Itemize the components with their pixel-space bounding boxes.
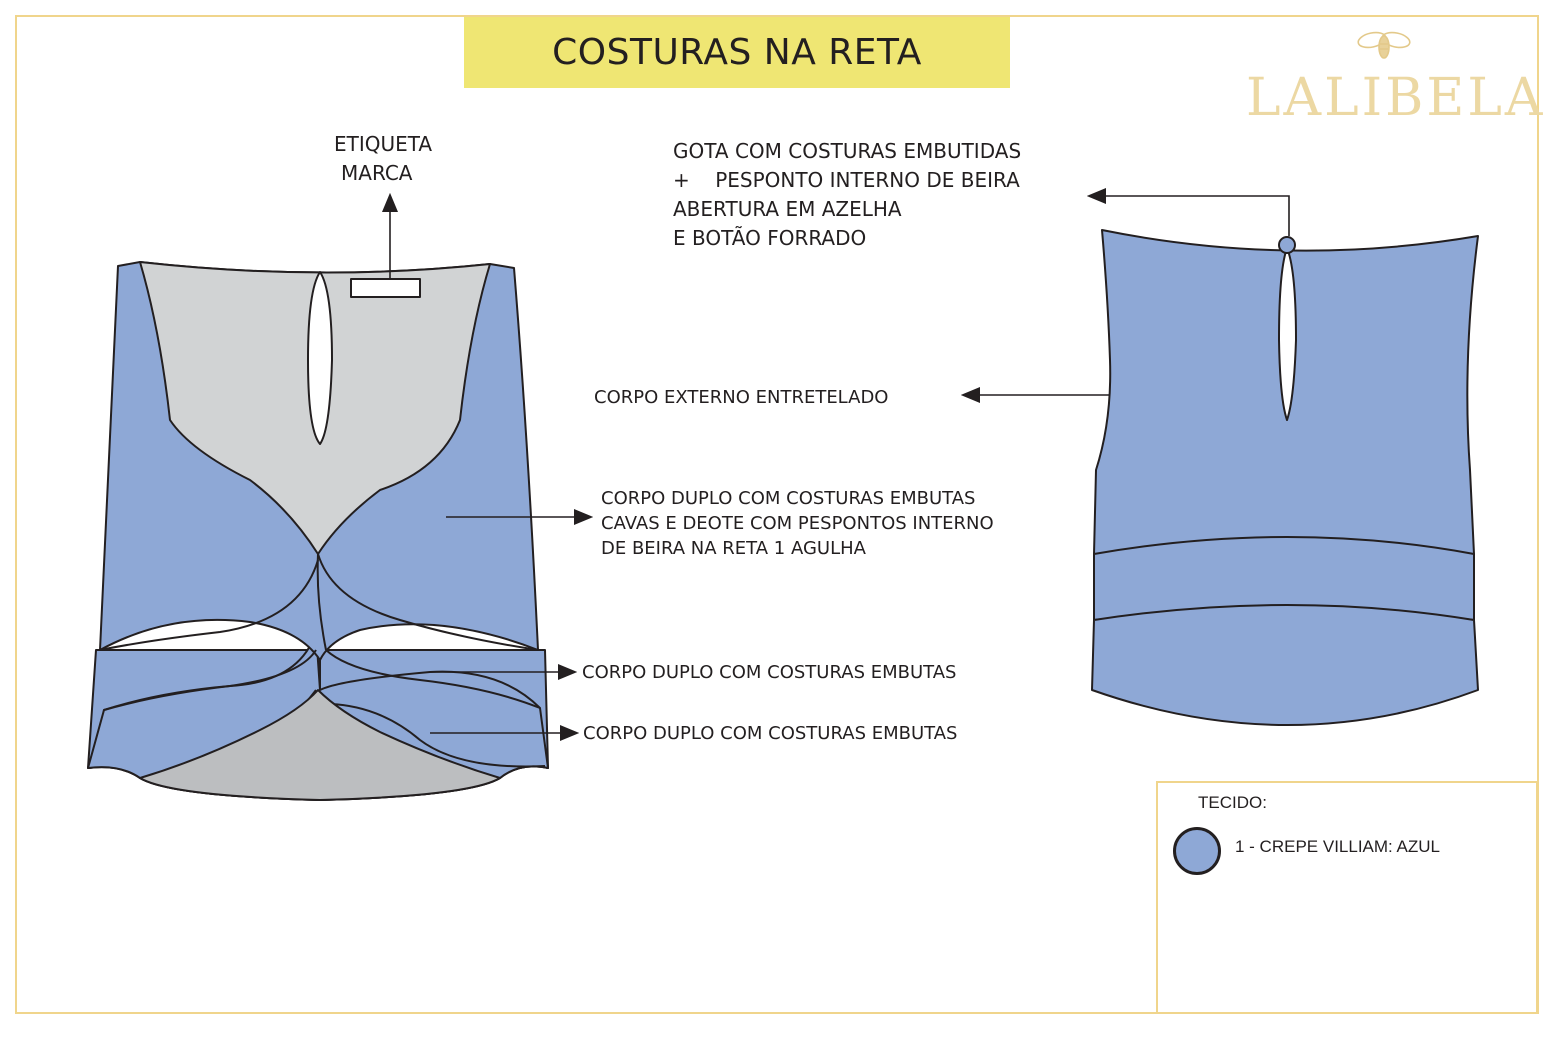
front-view-top	[87, 261, 549, 801]
back-keyhole-icon	[1278, 247, 1297, 421]
back-button-icon	[1278, 236, 1296, 254]
fabric-legend: TECIDO: 1 - CREPE VILLIAM: AZUL	[1156, 781, 1538, 1014]
double-body-line2: CAVAS E DEOTE COM PESPONTOS INTERNO	[601, 513, 994, 534]
back-view-top	[1091, 229, 1479, 726]
brand-logo: LALIBELA	[1246, 68, 1546, 128]
front-keyhole-icon	[307, 271, 333, 445]
legend-title: TECIDO:	[1198, 793, 1267, 812]
back-tier-lower	[1091, 604, 1479, 726]
drop-line3: ABERTURA EM AZELHA	[673, 197, 902, 221]
drop-opening-note: GOTA COM COSTURAS EMBUTIDAS + PESPONTO I…	[673, 137, 1021, 253]
front-center-gap	[139, 689, 501, 801]
outer-body-note: CORPO EXTERNO ENTRETELADO	[594, 387, 889, 408]
title-banner: COSTURAS NA RETA	[464, 17, 1010, 88]
tier2-note: CORPO DUPLO COM COSTURAS EMBUTAS	[583, 723, 958, 744]
drop-line1: GOTA COM COSTURAS EMBUTIDAS	[673, 139, 1022, 163]
drop-line2: + PESPONTO INTERNO DE BEIRA	[673, 168, 1020, 192]
page-title: COSTURAS NA RETA	[552, 32, 922, 73]
label-tag-line1: ETIQUETA	[334, 132, 433, 156]
fabric-swatch-icon	[1173, 827, 1221, 875]
legend-item-label: 1 - CREPE VILLIAM: AZUL	[1235, 837, 1441, 856]
bee-logo-icon	[1357, 31, 1411, 59]
double-body-line1: CORPO DUPLO COM COSTURAS EMBUTAS	[601, 488, 976, 509]
label-tag-line2: MARCA	[341, 161, 413, 185]
drop-line4: E BOTÃO FORRADO	[673, 226, 867, 250]
double-body-note: CORPO DUPLO COM COSTURAS EMBUTAS CAVAS E…	[601, 486, 994, 561]
front-brand-label-icon	[350, 278, 421, 298]
tier1-note: CORPO DUPLO COM COSTURAS EMBUTAS	[582, 662, 957, 683]
label-tag-text: ETIQUETA MARCA	[334, 130, 432, 188]
double-body-line3: DE BEIRA NA RETA 1 AGULHA	[601, 538, 866, 559]
page-frame	[15, 15, 1539, 1014]
